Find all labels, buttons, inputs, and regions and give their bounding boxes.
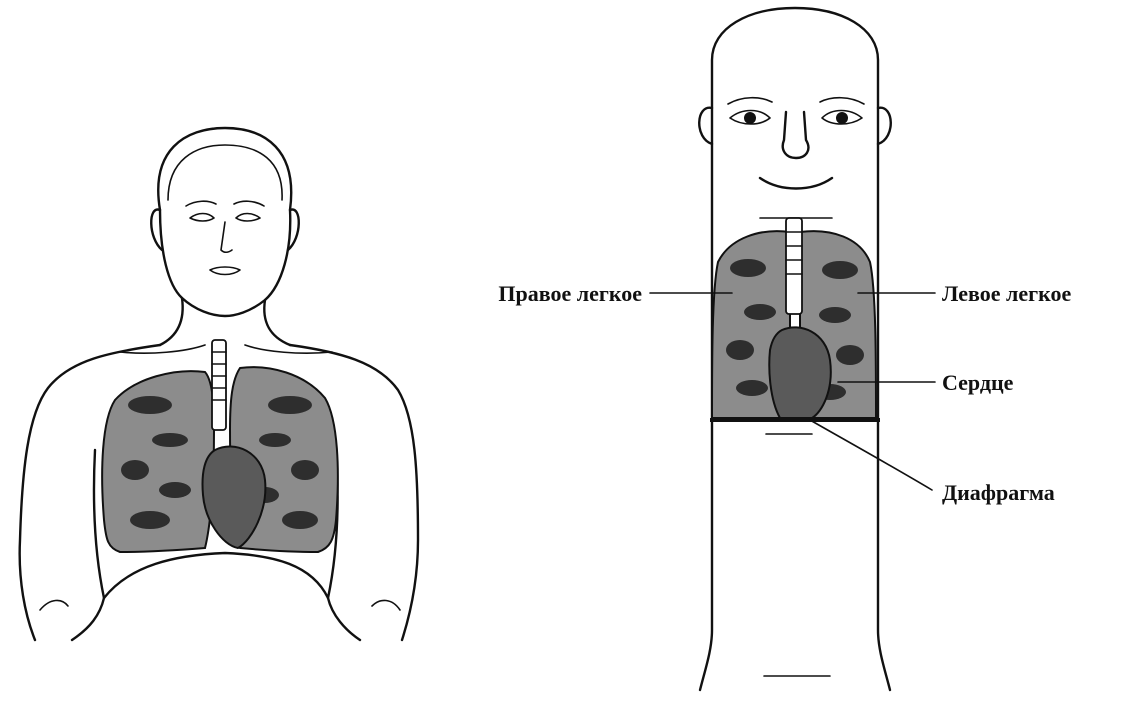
left-inner-arm	[72, 450, 104, 640]
schematic-left-ear	[699, 108, 712, 144]
label-heart: Сердце	[942, 370, 1014, 395]
schematic-heart	[769, 327, 830, 418]
schematic-nose	[783, 112, 809, 158]
schematic-right-ear	[878, 108, 891, 144]
left-elbow	[40, 600, 68, 610]
right-elbow	[372, 600, 400, 610]
schematic-left-brow	[728, 98, 772, 104]
neck-left	[160, 298, 183, 345]
torso-figure	[20, 128, 418, 640]
left-eye	[190, 214, 214, 222]
leader-diaphragm	[810, 420, 932, 490]
right-brow	[234, 201, 264, 206]
schematic-figure: Правое легкое Левое легкое Сердце Диафра…	[498, 8, 1071, 690]
torso-diaphragm	[104, 553, 328, 598]
nose	[221, 222, 232, 252]
mouth	[210, 267, 240, 275]
label-diaphragm: Диафрагма	[942, 480, 1055, 505]
neck-right	[264, 300, 290, 345]
hairline	[168, 145, 282, 200]
torso-trachea	[212, 340, 226, 430]
left-brow	[186, 201, 216, 206]
label-right-lung: Правое легкое	[498, 281, 642, 306]
schematic-left-pupil	[744, 112, 756, 124]
label-left-lung: Левое легкое	[942, 281, 1071, 306]
schematic-right-pupil	[836, 112, 848, 124]
schematic-mouth	[760, 178, 832, 189]
schematic-right-brow	[820, 98, 864, 104]
right-eye	[236, 214, 260, 222]
